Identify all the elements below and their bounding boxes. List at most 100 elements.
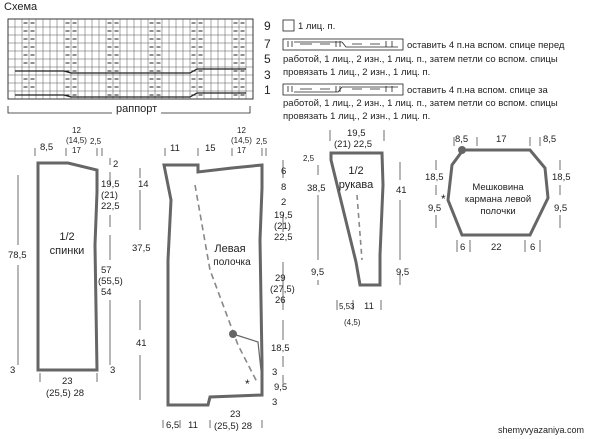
sleeve-dim-right-95: 9,5 (396, 267, 410, 278)
front-label-name: Левая (214, 243, 246, 255)
back-dim-side-3: 54 (101, 287, 112, 298)
pocket-dim-top-17: 17 (496, 134, 507, 145)
sleeve-dim-top-1: 19,5 (347, 128, 366, 139)
front-dim-right-3: 3 (272, 367, 278, 378)
front-dim-armhole-2: (21) (274, 221, 291, 232)
pocket-guide-line (232, 333, 263, 381)
front-dim-top-15: 15 (205, 143, 216, 154)
front-dim-right-6: 6 (281, 166, 287, 177)
sleeve-dim-bottom-c: 11 (364, 301, 374, 312)
back-dim-bottom-1: 23 (62, 376, 73, 387)
pocket-dim-left-95: 9,5 (428, 203, 442, 214)
front-dim-top-11: 11 (170, 143, 180, 154)
back-dim-bottom-2: (25,5) 28 (46, 388, 85, 399)
back-dim-top-3: 17 (72, 146, 81, 155)
front-dim-bottom-65: 6,5 (166, 420, 180, 431)
cable-cross-line (15, 92, 246, 98)
site-credit: shemyvyazaniya.com (498, 425, 585, 435)
legend-cable-back-marks (287, 86, 398, 93)
legend-row1-line2: работой, 1 лиц., 2 изн., 1 лиц. п., зате… (283, 98, 558, 109)
pocket-label-line2: кармана левой (464, 194, 532, 205)
chart-row-3: 3 (264, 68, 271, 82)
pocket-label-line3: полочки (480, 206, 516, 217)
chart-row-1: 1 (264, 83, 271, 97)
sleeve-dim-bottom-b: 3 (350, 302, 355, 311)
sleeve-dim-bottom-a: 5,5 (339, 302, 351, 311)
front-dim-side-3: 26 (275, 295, 286, 306)
pocket-star-lining: * (441, 192, 446, 206)
back-dim-left-bottom: 3 (10, 365, 16, 376)
front-label-piece: полочка (213, 257, 251, 268)
cable-cross-line (15, 68, 246, 74)
back-dim-side-2: (55,5) (98, 276, 123, 287)
front-dim-right-95: 9,5 (274, 382, 288, 393)
diagram-title: Схема (4, 1, 38, 13)
legend-cable-back-symbol (282, 83, 404, 96)
front-dim-bottom-2: (25,5) 28 (214, 421, 253, 432)
repeat-label: раппорт (112, 104, 162, 115)
legend-row7-line2: работой, 1 лиц., 2 изн., 1 лиц. п., зате… (283, 54, 558, 65)
sleeve-dim-right-41: 41 (396, 185, 407, 196)
sleeve-label-half: 1/2 (348, 165, 364, 177)
front-dim-top-mid-2: (14,5) (231, 136, 252, 145)
pocket-label-line1: Мешковина (472, 182, 524, 193)
front-dim-armhole-3: 22,5 (274, 232, 293, 243)
front-dim-armhole-1: 19,5 (274, 210, 293, 221)
front-dim-left-14: 14 (138, 179, 149, 190)
back-dim-top-1: 12 (72, 126, 81, 135)
back-dim-armhole-1: 19,5 (101, 179, 120, 190)
back-label-half: 1/2 (59, 231, 75, 243)
pocket-lining-dot (458, 146, 466, 154)
dimension-lines (17, 130, 561, 428)
legend-symbols (282, 19, 404, 96)
pocket-dim-right-185: 18,5 (552, 172, 571, 183)
front-dim-right-2: 2 (281, 197, 287, 208)
back-dim-total-length: 78,5 (8, 250, 27, 261)
front-dim-top-right: 2,5 (256, 137, 268, 146)
left-front-outline (162, 163, 264, 407)
front-dim-left-41: 41 (136, 338, 147, 349)
legend-row1-line1: оставить 4 п.на вспом. спице за (407, 85, 548, 96)
pocket-dim-bottom-6b: 6 (530, 242, 536, 253)
back-dim-right-bottom: 3 (110, 365, 116, 376)
knitting-chart-grid (7, 18, 254, 100)
sleeve-dim-left-95: 9,5 (311, 267, 325, 278)
back-dim-right-top: 2 (113, 159, 119, 170)
front-dim-bottom-11: 11 (188, 420, 198, 431)
back-label-name: спинки (49, 245, 85, 257)
sleeve-dim-bottom-d: (4,5) (344, 318, 361, 327)
back-dim-top-right: 2,5 (90, 137, 102, 146)
chart-row-5: 5 (264, 52, 271, 66)
back-half-outline (36, 161, 99, 372)
legend-row1-line3: провязать 1 лиц., 2 изн., 1 лиц. п. (283, 111, 431, 122)
legend-row7-line1: оставить 4 п.на вспом. спице перед (407, 40, 565, 51)
pocket-dim-right-95: 9,5 (554, 203, 568, 214)
pocket-dim-bottom-22: 22 (491, 242, 502, 253)
front-cable-line (194, 184, 258, 383)
legend-knit-text: 1 лиц. п. (298, 21, 336, 32)
front-dim-left-37: 37,5 (132, 243, 151, 254)
back-dim-top-2: (14,5) (66, 136, 87, 145)
chart-row-9: 9 (264, 19, 271, 33)
back-dim-top-left: 8,5 (40, 142, 54, 153)
pocket-dim-top-85b: 8,5 (543, 134, 557, 145)
legend-row7-line3: провязать 1 лиц., 2 изн., 1 лиц. п. (283, 67, 431, 78)
front-dim-side-1: 29 (275, 273, 286, 284)
front-dim-top-mid-1: 12 (237, 126, 246, 135)
front-dim-right-18: 18,5 (271, 343, 290, 354)
pocket-lining-outline (446, 148, 550, 237)
sleeve-cable-line (356, 194, 363, 261)
legend-knit-symbol (282, 19, 295, 32)
front-dim-right-8: 8 (281, 182, 287, 193)
chart-row-7: 7 (264, 37, 271, 51)
legend-cable-front-symbol (282, 38, 404, 51)
back-dim-side-1: 57 (101, 265, 112, 276)
legend-cable-front-marks (287, 41, 398, 48)
front-dim-side-2: (27,5) (270, 284, 295, 295)
sleeve-dim-top-2: (21) 22,5 (334, 139, 373, 150)
sleeve-dim-left-38: 38,5 (307, 183, 326, 194)
back-dim-armhole-2: (21) (101, 190, 118, 201)
sleeve-dim-left-top: 2,5 (303, 154, 315, 163)
front-dim-right-3b: 3 (272, 397, 278, 408)
